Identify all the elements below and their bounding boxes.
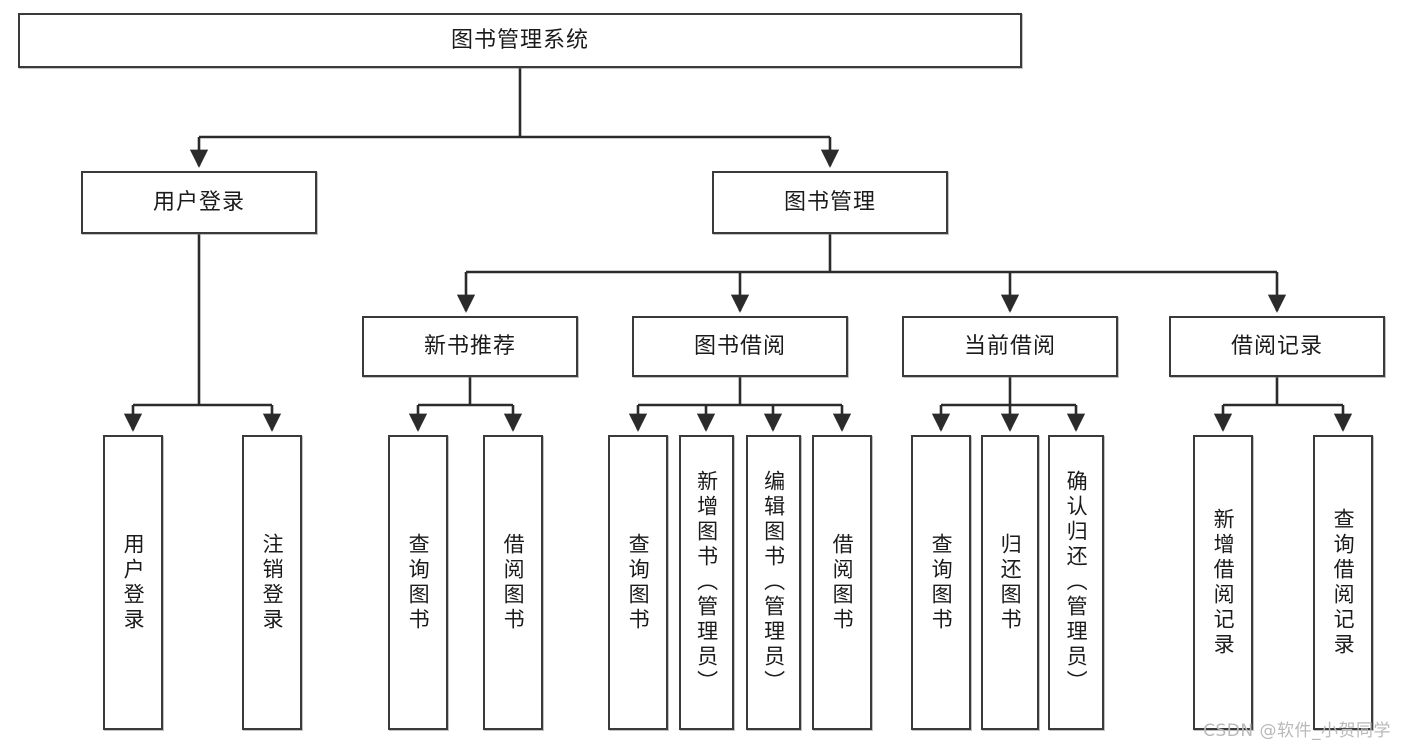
leaf-borrow-book[interactable]: 借阅图书 <box>812 435 872 730</box>
node-label: 归还图书 <box>998 532 1023 633</box>
leaf-edit-book-admin[interactable]: 编辑图书（管理员） <box>746 435 801 730</box>
leaf-borrow-book-recommend[interactable]: 借阅图书 <box>483 435 543 730</box>
node-label: 借阅记录 <box>1230 333 1323 359</box>
leaf-query-book-current[interactable]: 查询图书 <box>911 435 971 730</box>
node-borrow-record[interactable]: 借阅记录 <box>1169 316 1385 377</box>
leaf-query-borrow-record[interactable]: 查询借阅记录 <box>1313 435 1373 730</box>
node-label: 用户登录 <box>152 189 245 215</box>
node-label: 确认归还（管理员） <box>1064 470 1089 695</box>
leaf-query-book-recommend[interactable]: 查询图书 <box>388 435 448 730</box>
node-label: 用户登录 <box>121 532 146 633</box>
leaf-logout-login[interactable]: 注销登录 <box>242 435 302 730</box>
node-label: 注销登录 <box>260 532 285 633</box>
node-book-borrow[interactable]: 图书借阅 <box>632 316 848 377</box>
leaf-return-book[interactable]: 归还图书 <box>981 435 1039 730</box>
node-label: 新书推荐 <box>423 333 516 359</box>
node-current-borrow[interactable]: 当前借阅 <box>902 316 1118 377</box>
node-label: 借阅图书 <box>830 532 855 633</box>
leaf-add-book-admin[interactable]: 新增图书（管理员） <box>679 435 734 730</box>
node-label: 查询借阅记录 <box>1331 507 1356 658</box>
node-new-book-recommend[interactable]: 新书推荐 <box>362 316 578 377</box>
node-root-book-management-system[interactable]: 图书管理系统 <box>18 13 1022 68</box>
node-user-login[interactable]: 用户登录 <box>81 171 317 234</box>
node-label: 查询图书 <box>406 532 431 633</box>
leaf-user-login[interactable]: 用户登录 <box>103 435 163 730</box>
leaf-query-book-borrow[interactable]: 查询图书 <box>608 435 668 730</box>
node-label: 当前借阅 <box>963 333 1056 359</box>
node-label: 查询图书 <box>626 532 651 633</box>
node-label: 查询图书 <box>929 532 954 633</box>
node-label: 图书管理 <box>783 189 876 215</box>
node-book-management[interactable]: 图书管理 <box>712 171 948 234</box>
leaf-confirm-return-admin[interactable]: 确认归还（管理员） <box>1048 435 1104 730</box>
node-label: 借阅图书 <box>501 532 526 633</box>
leaf-add-borrow-record[interactable]: 新增借阅记录 <box>1193 435 1253 730</box>
node-label: 图书管理系统 <box>450 27 589 53</box>
node-label: 编辑图书（管理员） <box>761 470 786 695</box>
node-label: 图书借阅 <box>693 333 786 359</box>
node-label: 新增图书（管理员） <box>694 470 719 695</box>
node-label: 新增借阅记录 <box>1211 507 1236 658</box>
